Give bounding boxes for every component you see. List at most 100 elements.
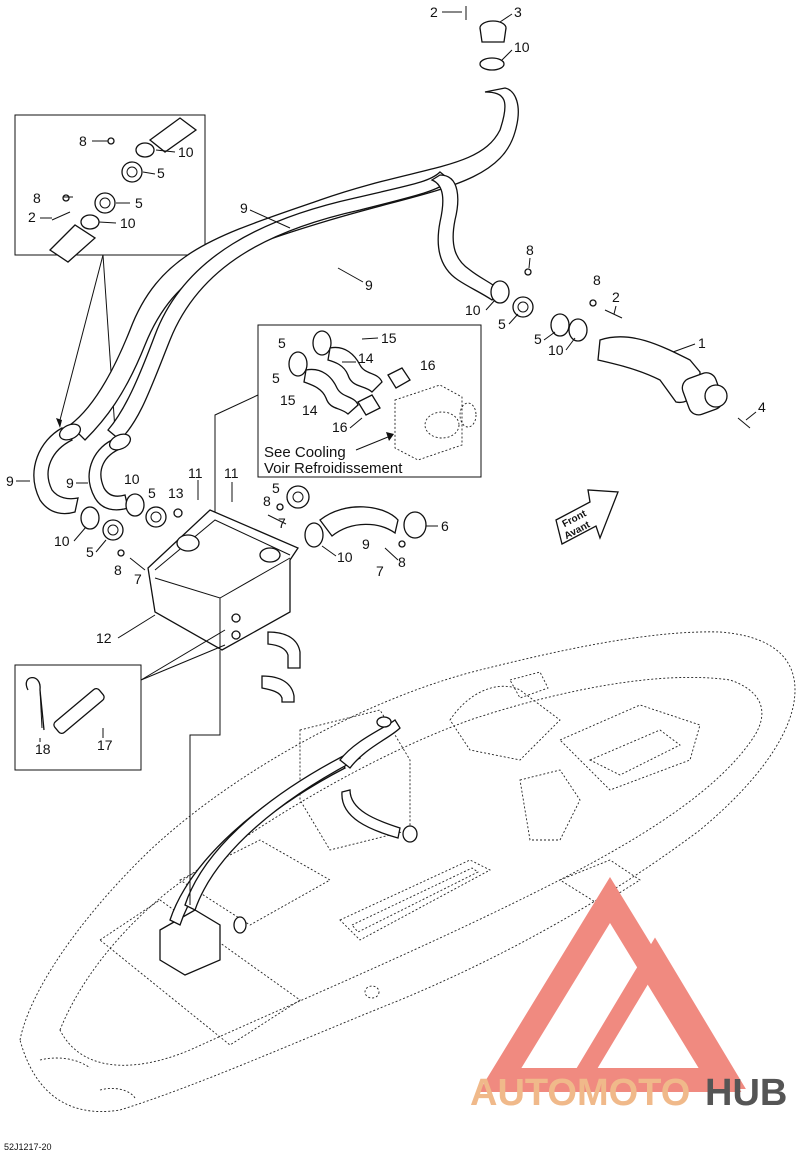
callout-9: 9: [6, 473, 14, 489]
clamp-icon: [479, 57, 505, 71]
side-vent-assembly: 5 8 7 10 9 6 7 8: [263, 480, 449, 579]
vent-grill-icon: [102, 519, 124, 541]
callout-10: 10: [178, 144, 194, 160]
callout-16: 16: [332, 419, 348, 435]
cooling-note-en: See Cooling: [264, 444, 346, 461]
callout-8: 8: [398, 554, 406, 570]
drain-port-icon: [231, 630, 241, 640]
callout-8: 8: [263, 493, 271, 509]
washer-icon: [62, 194, 70, 202]
callout-8: 8: [593, 272, 601, 288]
clamp-icon: [108, 433, 132, 451]
drain-hose-icon: [267, 631, 301, 669]
screw-icon: [267, 514, 287, 525]
hull-outline: [19, 631, 796, 1112]
fitting-icon: [288, 351, 308, 377]
callout-3: 3: [514, 4, 522, 20]
vent-grill-icon: [704, 384, 728, 408]
port-hole-icon: [259, 547, 281, 563]
vent-grill-icon: [94, 192, 116, 214]
callout-5: 5: [534, 331, 542, 347]
hose-elbow-icon: [303, 368, 359, 415]
vent-grill-icon: [512, 296, 534, 318]
callout-2: 2: [430, 4, 438, 20]
screw-icon: [604, 309, 623, 319]
vent-grill-icon: [145, 506, 167, 528]
watermark-brand-part1: AUTOMOTO: [470, 1072, 690, 1114]
short-hose-icon: [319, 506, 399, 537]
callout-15: 15: [381, 330, 397, 346]
clamp-icon: [490, 280, 510, 304]
washer-icon: [276, 503, 284, 511]
callout-9: 9: [240, 200, 248, 216]
spiral-wrap-icon: [53, 687, 105, 735]
clamp-icon: [80, 506, 100, 530]
washer-icon: [398, 540, 406, 548]
callout-8: 8: [526, 242, 534, 258]
callout-14: 14: [302, 402, 318, 418]
callout-5: 5: [86, 544, 94, 560]
callout-5: 5: [157, 165, 165, 181]
callout-5: 5: [148, 485, 156, 501]
vent-grill-icon: [550, 313, 570, 337]
washer-icon: [107, 137, 115, 145]
callout-10: 10: [337, 549, 353, 565]
callout-5: 5: [272, 370, 280, 386]
callout-7: 7: [278, 515, 286, 531]
cooling-detail-inset: 15 14 16 5 5 15 14 16 See Cooling Voir R…: [211, 324, 482, 534]
washer-icon: [589, 299, 597, 307]
callout-8: 8: [79, 133, 87, 149]
front-direction-arrow: Front Avant: [555, 489, 619, 545]
callout-2: 2: [28, 209, 36, 225]
screw-icon: [384, 547, 399, 561]
callout-7: 7: [134, 571, 142, 587]
cooling-box-icon: [394, 384, 463, 461]
port-hole-icon: [176, 534, 200, 552]
callout-10: 10: [124, 471, 140, 487]
cooling-note-fr: Voir Refroidissement: [264, 460, 403, 477]
vent-grill-icon: [286, 485, 310, 509]
clamp-icon: [304, 522, 324, 548]
drain-port-icon: [231, 613, 241, 623]
drain-hose-icon: [261, 675, 295, 703]
callout-10: 10: [120, 215, 136, 231]
callout-5: 5: [272, 480, 280, 496]
callout-11: 11: [188, 465, 203, 481]
callout-16: 16: [420, 357, 436, 373]
screw-icon: [129, 557, 146, 571]
callout-5: 5: [498, 316, 506, 332]
clamp-icon: [125, 493, 145, 517]
callout-18: 18: [35, 741, 51, 757]
callout-2: 2: [612, 289, 620, 305]
callout-10: 10: [514, 39, 530, 55]
callout-10: 10: [465, 302, 481, 318]
clamp-icon: [58, 423, 82, 441]
front-vent-assembly: 8 8 2 10 5 5 10 1 4: [465, 242, 766, 429]
callout-13: 13: [168, 485, 184, 501]
clamp-icon: [568, 318, 588, 342]
callout-5: 5: [278, 335, 286, 351]
clamp-icon: [80, 214, 100, 230]
washer-icon: [117, 549, 125, 557]
installed-vent-box-icon: [159, 909, 221, 976]
vent-box-assembly: 11 11 12 13 10 5 10 5 8 7: [54, 465, 301, 703]
callout-4: 4: [758, 399, 766, 415]
callout-9: 9: [362, 536, 370, 552]
clamp-icon: [135, 142, 155, 158]
accessories-inset: 18 17: [14, 629, 226, 771]
diagram-reference-code: 52J1217-20: [4, 1142, 52, 1152]
callout-10: 10: [548, 342, 564, 358]
callout-7: 7: [376, 563, 384, 579]
callout-8: 8: [114, 562, 122, 578]
end-cap-icon: [403, 511, 427, 539]
callout-10: 10: [54, 533, 70, 549]
hose-elbow-icon: [327, 346, 383, 393]
washer-icon: [524, 268, 532, 276]
callout-1: 1: [698, 335, 706, 351]
callout-8: 8: [33, 190, 41, 206]
callout-12: 12: [96, 630, 112, 646]
automotohub-watermark: AUTOMOTO HUB: [470, 876, 787, 1114]
fitting-icon: [312, 330, 332, 356]
callout-11: 11: [224, 465, 239, 481]
